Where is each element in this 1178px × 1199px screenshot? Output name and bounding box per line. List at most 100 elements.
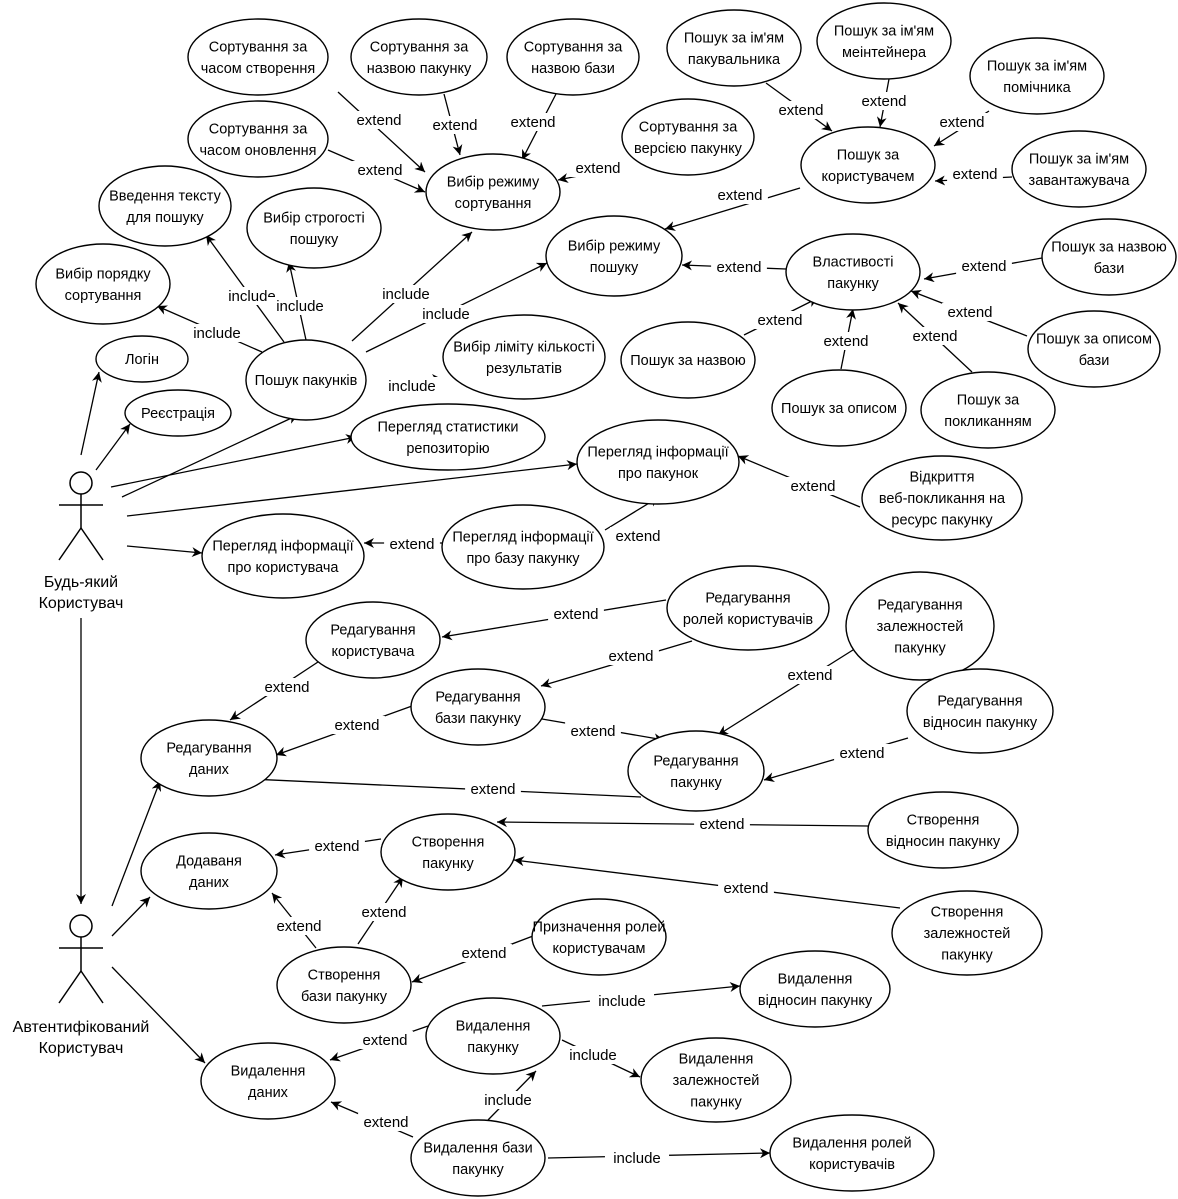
svg-text:пошуку: пошуку bbox=[290, 232, 339, 248]
svg-text:Пошук за описом: Пошук за описом bbox=[781, 401, 897, 417]
svg-text:бази: бази bbox=[1094, 261, 1125, 277]
svg-text:extend: extend bbox=[912, 328, 957, 345]
use-case-by-user: Пошук за користувачем bbox=[800, 126, 936, 204]
svg-text:Створення: Створення bbox=[412, 834, 485, 850]
actor-name: Будь-який bbox=[44, 574, 118, 591]
svg-text:extend: extend bbox=[947, 304, 992, 321]
actor-name: Користувач bbox=[39, 1040, 124, 1057]
svg-text:Пошук за: Пошук за bbox=[837, 147, 900, 163]
actor-name: Користувач bbox=[39, 595, 124, 612]
association-line bbox=[111, 966, 206, 1064]
extend-label: extend bbox=[782, 666, 838, 684]
svg-text:залежностей: залежностей bbox=[673, 1073, 760, 1089]
svg-text:Сортування за: Сортування за bbox=[639, 119, 738, 135]
svg-text:extend: extend bbox=[961, 258, 1006, 275]
include-label: include bbox=[267, 297, 333, 315]
svg-text:Призначення ролей: Призначення ролей bbox=[533, 919, 666, 935]
svg-text:extend: extend bbox=[510, 114, 555, 131]
svg-text:Пошук за ім'ям: Пошук за ім'ям bbox=[684, 30, 784, 46]
svg-text:extend: extend bbox=[790, 478, 835, 495]
svg-text:репозиторію: репозиторію bbox=[406, 441, 489, 457]
svg-text:пакунку: пакунку bbox=[690, 1095, 742, 1111]
svg-text:extend: extend bbox=[314, 838, 359, 855]
association-line bbox=[121, 414, 299, 498]
association-line bbox=[110, 434, 357, 488]
svg-text:Сортування за: Сортування за bbox=[370, 39, 469, 55]
svg-text:extend: extend bbox=[357, 162, 402, 179]
svg-text:даних: даних bbox=[189, 762, 230, 778]
extend-label: extend bbox=[773, 101, 829, 119]
svg-text:Видалення ролей: Видалення ролей bbox=[792, 1135, 911, 1151]
extend-label: extend bbox=[603, 647, 659, 665]
extend-label: extend bbox=[834, 744, 890, 762]
association-line bbox=[126, 460, 578, 517]
svg-text:Реєстрація: Реєстрація bbox=[141, 406, 215, 422]
svg-text:користувачам: користувачам bbox=[553, 941, 646, 957]
svg-text:extend: extend bbox=[575, 160, 620, 177]
extend-label: extend bbox=[934, 113, 990, 131]
svg-text:завантажувача: завантажувача bbox=[1029, 173, 1131, 189]
use-case-search-packages: Пошук пакунків bbox=[245, 339, 367, 421]
svg-text:extend: extend bbox=[608, 648, 653, 665]
extend-label: extend bbox=[907, 327, 963, 345]
svg-text:extend: extend bbox=[432, 117, 477, 134]
svg-text:Редагування: Редагування bbox=[705, 590, 790, 606]
include-label: include bbox=[604, 1149, 670, 1167]
svg-text:назвою пакунку: назвою пакунку bbox=[367, 61, 472, 77]
svg-text:Пошук за ім'ям: Пошук за ім'ям bbox=[987, 58, 1087, 74]
svg-text:Пошук за: Пошук за bbox=[957, 392, 1020, 408]
svg-text:Редагування: Редагування bbox=[330, 622, 415, 638]
use-case-assign-roles: Призначення ролей користувачам bbox=[531, 898, 667, 976]
svg-text:версією пакунку: версією пакунку bbox=[634, 141, 743, 157]
svg-text:пошуку: пошуку bbox=[590, 260, 639, 276]
svg-text:Додаваня: Додаваня bbox=[176, 853, 242, 869]
extend-label: extend bbox=[711, 258, 767, 276]
svg-text:include: include bbox=[598, 993, 646, 1010]
use-case-register: Реєстрація bbox=[124, 389, 232, 437]
svg-text:пакунку: пакунку bbox=[894, 641, 946, 657]
association-line bbox=[126, 545, 203, 558]
svg-text:покликанням: покликанням bbox=[944, 414, 1032, 430]
svg-text:користувачів: користувачів bbox=[809, 1157, 895, 1173]
include-label: include bbox=[589, 992, 655, 1010]
extend-label: extend bbox=[309, 837, 365, 855]
extend-label: extend bbox=[351, 111, 407, 129]
extend-label: extend bbox=[505, 113, 561, 131]
extend-label: extend bbox=[942, 303, 998, 321]
svg-text:include: include bbox=[484, 1092, 532, 1109]
include-label: include bbox=[413, 305, 479, 323]
svg-text:користувачем: користувачем bbox=[822, 169, 915, 185]
extend-label: extend bbox=[947, 165, 1003, 183]
svg-text:Редагування: Редагування bbox=[435, 689, 520, 705]
svg-text:extend: extend bbox=[716, 259, 761, 276]
extend-relation bbox=[249, 774, 642, 798]
include-label: include bbox=[184, 324, 250, 342]
association-line bbox=[95, 423, 131, 471]
svg-text:Введення тексту: Введення тексту bbox=[109, 188, 221, 204]
relationship-labels: include include include include include inclu… bbox=[184, 92, 1012, 1167]
svg-text:extend: extend bbox=[276, 918, 321, 935]
svg-text:веб-покликання на: веб-покликання на bbox=[879, 491, 1006, 507]
svg-text:Видалення: Видалення bbox=[778, 971, 853, 987]
svg-text:extend: extend bbox=[470, 781, 515, 798]
extend-relation bbox=[496, 817, 869, 828]
svg-text:extend: extend bbox=[699, 816, 744, 833]
svg-text:користувача: користувача bbox=[332, 644, 416, 660]
svg-text:бази пакунку: бази пакунку bbox=[301, 989, 388, 1005]
use-case-by-ref: Пошук за покликанням bbox=[920, 371, 1056, 449]
svg-text:Редагування: Редагування bbox=[653, 753, 738, 769]
extend-label: extend bbox=[565, 722, 621, 740]
svg-text:extend: extend bbox=[787, 667, 832, 684]
include-label: include bbox=[379, 377, 445, 395]
extend-label: extend bbox=[570, 159, 626, 177]
